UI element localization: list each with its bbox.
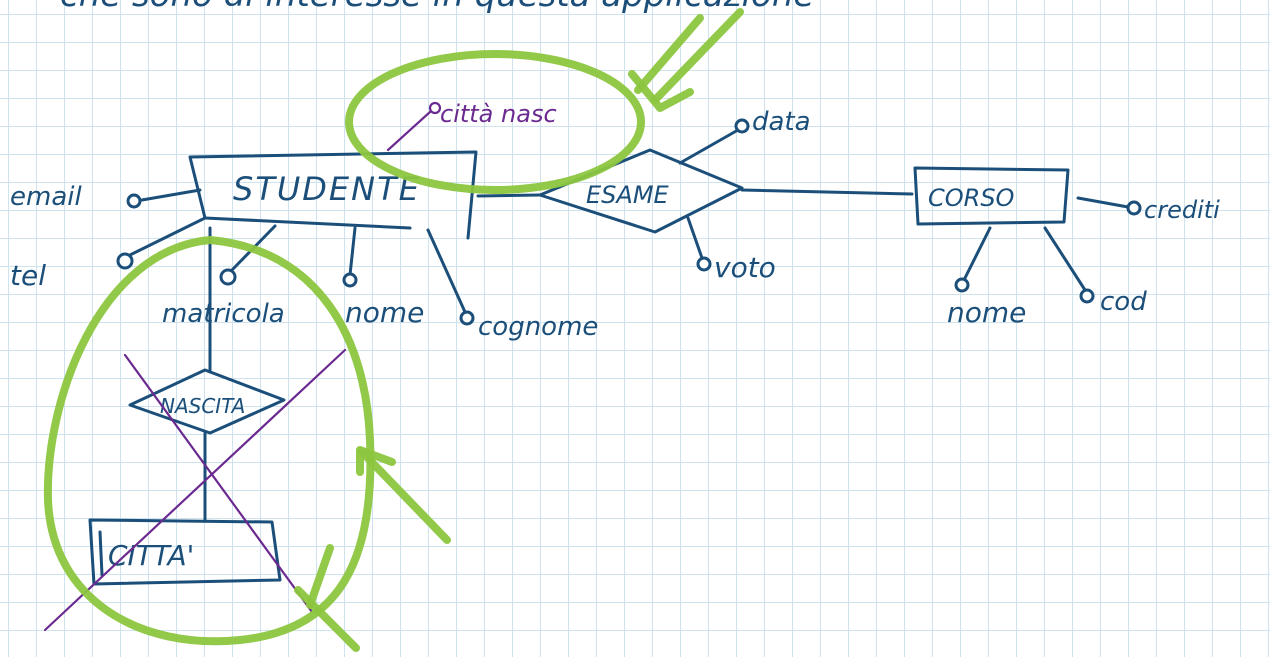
relationship-nascita: NASCITA — [128, 368, 286, 435]
attribute-crediti: crediti — [1076, 196, 1220, 224]
arrow-bottom — [294, 544, 360, 652]
entity-corso: CORSO — [913, 166, 1070, 226]
attribute-voto-label: voto — [714, 251, 776, 284]
attribute-citta-nasc: città nasc — [386, 100, 557, 152]
attribute-data: data — [678, 107, 811, 165]
relationship-esame-label: ESAME — [586, 181, 670, 209]
arrow-to-citta-nasc — [628, 8, 744, 112]
entity-citta: CITTA' — [88, 518, 282, 586]
attribute-cognome: cognome — [426, 228, 598, 342]
attribute-data-label: data — [752, 107, 811, 137]
attribute-tel: tel — [10, 216, 207, 292]
entity-corso-label: CORSO — [928, 184, 1014, 212]
attribute-matricola: matricola — [162, 224, 285, 329]
attribute-nome-corso-label: nome — [947, 296, 1026, 329]
attribute-nome-studente-label: nome — [345, 296, 424, 329]
strike-line-2 — [43, 348, 347, 632]
link-esame-corso — [740, 188, 914, 196]
attribute-email-label: email — [10, 182, 82, 212]
highlight-circle-nascita — [43, 236, 375, 646]
attribute-tel-label: tel — [10, 259, 46, 292]
attribute-nome-corso: nome — [947, 226, 1026, 329]
attribute-matricola-label: matricola — [162, 299, 285, 329]
attribute-crediti-label: crediti — [1144, 196, 1220, 224]
entity-citta-label: CITTA' — [108, 539, 194, 572]
attribute-cognome-label: cognome — [478, 312, 598, 342]
attribute-citta-nasc-label: città nasc — [440, 100, 557, 128]
top-note: che sono di interesse in questa applicaz… — [60, 0, 814, 15]
entity-studente: STUDENTE — [188, 150, 478, 240]
link-studente-esame — [476, 193, 542, 198]
arrow-to-nascita-group — [356, 446, 451, 544]
strike-line-1 — [123, 353, 314, 614]
attribute-voto: voto — [686, 216, 776, 284]
relationship-nascita-label: NASCITA — [160, 394, 245, 418]
attribute-cod: cod — [1043, 226, 1147, 317]
attribute-cod-label: cod — [1100, 287, 1147, 317]
relationship-esame: ESAME — [538, 148, 744, 234]
entity-studente-label: STUDENTE — [233, 170, 421, 208]
attribute-email: email — [10, 182, 202, 212]
attribute-nome-studente: nome — [342, 226, 424, 329]
highlight-circle-citta-nasc — [345, 50, 645, 194]
